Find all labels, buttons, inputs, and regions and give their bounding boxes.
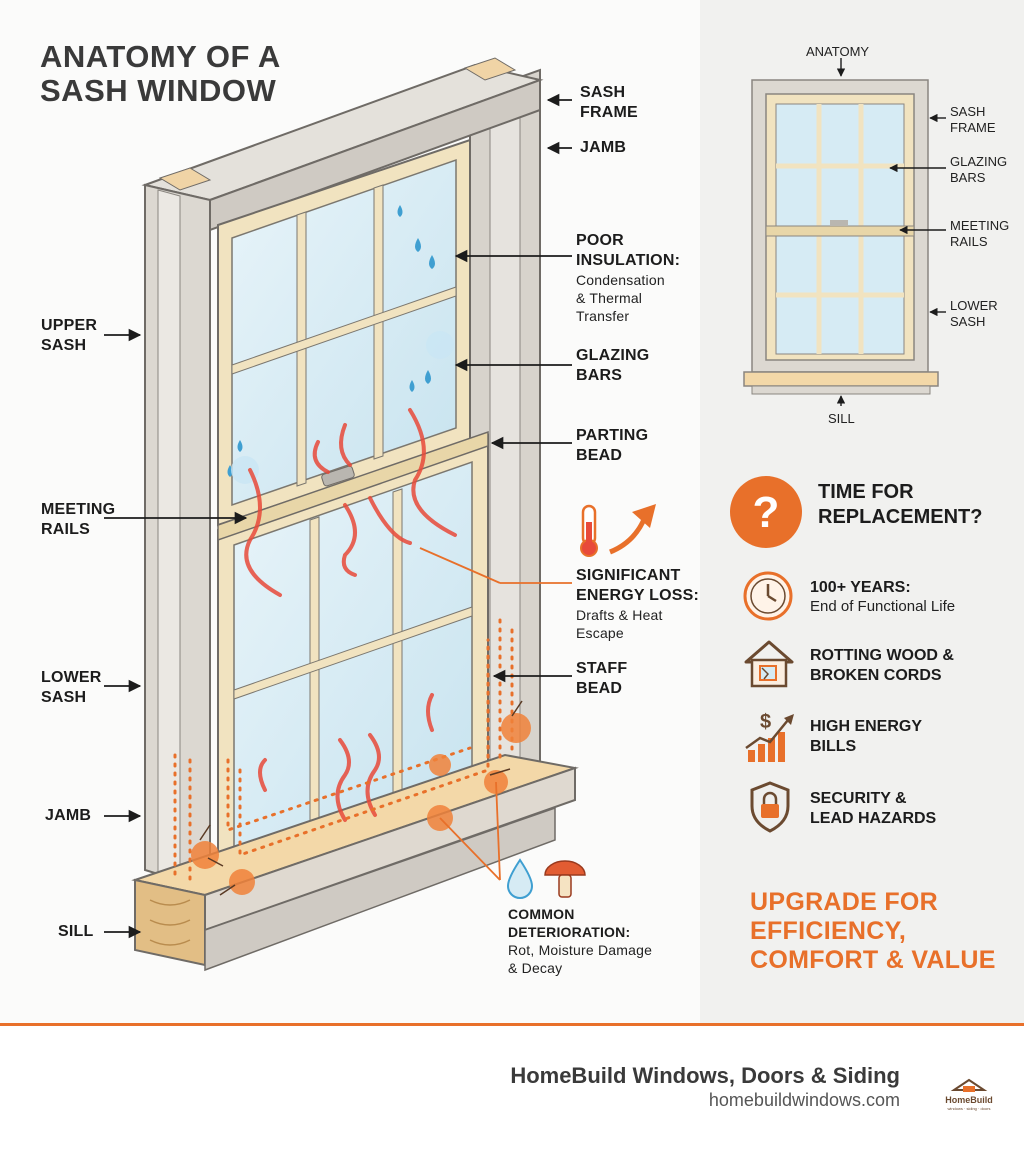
title-line-2: SASH WINDOW bbox=[40, 73, 277, 108]
label-jamb-bottom: JAMB bbox=[45, 807, 92, 824]
page-title: ANATOMY OF A SASH WINDOW bbox=[40, 40, 281, 108]
label-energy-loss: SIGNIFICANT ENERGY LOSS: Drafts & Heat E… bbox=[576, 567, 700, 641]
thermometer-icon bbox=[580, 504, 598, 557]
title-line-1: ANATOMY OF A bbox=[40, 39, 281, 74]
replacement-item-rot: ROTTING WOOD & BROKEN CORDS bbox=[810, 647, 954, 684]
replacement-item-age: 100+ YEARS: End of Functional Life bbox=[810, 579, 956, 615]
label-deterioration: COMMON DETERIORATION: Rot, Moisture Dama… bbox=[508, 906, 653, 976]
leader-lines bbox=[104, 93, 572, 939]
mini-label-anatomy: ANATOMY bbox=[806, 44, 870, 59]
rot-spots bbox=[191, 700, 531, 896]
logo-subtext: windows · siding · doors bbox=[948, 1106, 991, 1111]
replacement-item-energy: HIGH ENERGY BILLS bbox=[810, 718, 923, 755]
svg-text:?: ? bbox=[753, 488, 780, 537]
mini-window-diagram bbox=[743, 58, 946, 406]
svg-text:$: $ bbox=[760, 711, 771, 733]
upgrade-callout: UPGRADE FOR EFFICIENCY, COMFORT & VALUE bbox=[750, 888, 996, 974]
water-drop-icon bbox=[506, 858, 534, 899]
sash-window-illustration bbox=[104, 57, 656, 972]
footer bbox=[0, 1026, 1024, 1154]
label-poor-insulation: POOR INSULATION: Condensation & Thermal … bbox=[576, 232, 681, 324]
upper-sash bbox=[217, 138, 471, 527]
accent-leader-lines bbox=[419, 547, 572, 881]
logo-text: HomeBuild bbox=[945, 1095, 993, 1105]
clock-icon bbox=[743, 571, 793, 621]
question-mark-icon: ? bbox=[730, 476, 802, 548]
condensation-drops bbox=[227, 205, 454, 484]
mini-label-sill: SILL bbox=[828, 411, 855, 426]
footer-brand: HomeBuild Windows, Doors & Siding bbox=[510, 1063, 900, 1088]
shield-lock-icon bbox=[750, 781, 790, 833]
draft-dotted-lines bbox=[173, 618, 514, 882]
homebuild-logo: HomeBuild windows · siding · doors bbox=[945, 1078, 993, 1111]
house-icon bbox=[744, 640, 794, 688]
heat-loss-arrows bbox=[244, 408, 457, 822]
rising-arrow-icon bbox=[609, 504, 656, 555]
replacement-item-security: SECURITY & LEAD HAZARDS bbox=[810, 790, 937, 827]
label-jamb-top: JAMB bbox=[580, 139, 627, 156]
footer-url[interactable]: homebuildwindows.com bbox=[708, 1090, 900, 1110]
mushroom-icon bbox=[544, 860, 586, 898]
cost-graph-icon: $ bbox=[745, 711, 794, 762]
sill bbox=[131, 753, 579, 972]
label-sill: SILL bbox=[58, 923, 94, 940]
footer-divider bbox=[0, 1023, 1024, 1026]
